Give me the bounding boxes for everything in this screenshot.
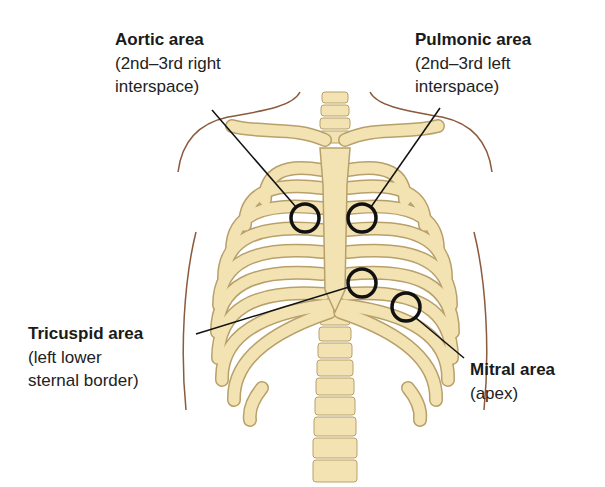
area-name: Pulmonic area: [415, 28, 595, 51]
auscultation-circles: [291, 204, 420, 321]
ribs: [217, 126, 330, 420]
area-name: Mitral area: [470, 358, 600, 381]
area-name: Aortic area: [115, 28, 285, 51]
leader-lines: [196, 108, 464, 358]
area-location: (2nd–3rd left interspace): [415, 52, 565, 98]
area-location: (apex): [470, 382, 590, 405]
area-name: Tricuspid area: [28, 322, 198, 345]
area-location: (2nd–3rd right interspace): [115, 52, 265, 98]
area-location: (left lower sternal border): [28, 346, 153, 392]
